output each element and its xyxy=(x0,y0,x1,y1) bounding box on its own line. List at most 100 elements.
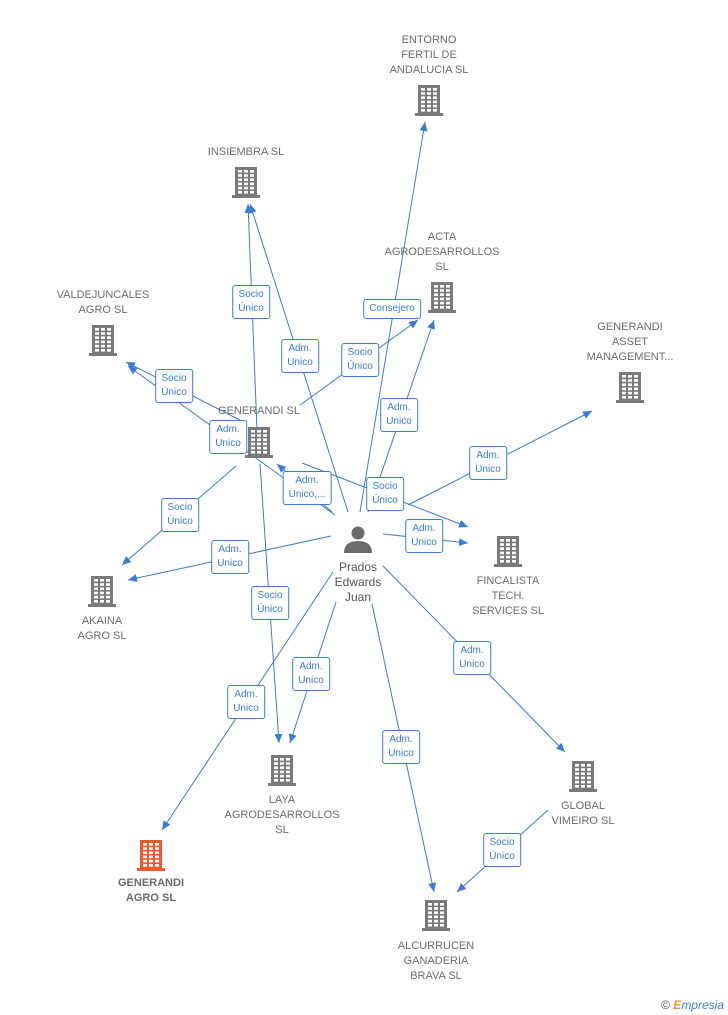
edge-label-line: Único xyxy=(238,303,264,314)
edge-label-line: Adm. xyxy=(288,343,312,354)
edge-label-line: Socio xyxy=(489,837,515,848)
company-label-line: AGRODESARROLLOS xyxy=(224,809,340,821)
edge-label-prados-to-insiembra[interactable]: Adm.Unico xyxy=(281,339,319,373)
building-icon-generandi_agro[interactable] xyxy=(137,840,165,871)
company-label-line: MANAGEMENT... xyxy=(586,351,674,363)
person-icon[interactable] xyxy=(344,526,372,554)
company-label-line: ACTA xyxy=(427,231,457,243)
edge-label-line: Unico xyxy=(411,537,437,548)
company-label-line: FERTIL DE xyxy=(401,49,457,61)
person-label-line: Prados xyxy=(338,560,378,574)
company-label-generandi_agro[interactable]: GENERANDI AGRO SL xyxy=(118,876,184,906)
company-label-laya[interactable]: LAYA AGRODESARROLLOS SL xyxy=(225,793,340,838)
edge-label-prados-to-generandi_asset[interactable]: Adm.Unico xyxy=(469,446,507,480)
edge-label-line: Único xyxy=(161,387,187,398)
edge-label-prados-to-entorno[interactable]: Consejero xyxy=(363,299,421,319)
edge-label-line: Único xyxy=(372,495,398,506)
company-label-line: GENERANDI xyxy=(597,321,663,333)
building-icon-valdejuncales[interactable] xyxy=(89,325,117,356)
edge-label-prados-to-acta[interactable]: Adm. Unico xyxy=(380,398,418,432)
edge-label-line: Adm. xyxy=(387,402,411,413)
building-icon-global[interactable] xyxy=(569,761,597,792)
building-icon-generandi_sl[interactable] xyxy=(245,427,273,458)
edge-label-line: Socio xyxy=(347,347,373,358)
edge-label-prados-to-fincalista[interactable]: Adm. Unico xyxy=(405,519,443,553)
edge-label-line: Adm. xyxy=(299,661,323,672)
company-label-line: LAYA xyxy=(268,794,296,806)
company-label-line: FINCALISTA xyxy=(476,575,540,587)
company-label-line: SL xyxy=(275,824,289,836)
edge-label-line: Unico xyxy=(386,416,412,427)
edge-label-line: Adm. xyxy=(218,544,242,555)
brand-logo-initial: E xyxy=(673,998,682,1012)
company-label-line: AGRO SL xyxy=(77,630,127,642)
edge-label-prados-to-valdejuncales[interactable]: Adm.Unico xyxy=(209,420,247,454)
edge-label-prados-to-alcurrucen[interactable]: Adm. Unico xyxy=(382,730,420,764)
company-label-line: VALDEJUNCALES xyxy=(56,289,150,301)
company-label-insiembra[interactable]: INSIEMBRA SL xyxy=(208,145,284,160)
building-icon-insiembra[interactable] xyxy=(232,167,260,198)
edge-label-line: Adm. xyxy=(460,645,484,656)
building-icon-akaina[interactable] xyxy=(88,576,116,607)
edge-label-line: Unico xyxy=(388,748,414,759)
company-label-global[interactable]: GLOBAL VIMEIRO SL xyxy=(552,799,615,829)
company-label-line: GLOBAL xyxy=(560,800,606,812)
edge-label-line: Consejero xyxy=(369,303,415,314)
edge-label-line: Adm. xyxy=(295,475,319,486)
edge-label-line: Adm. xyxy=(476,450,500,461)
company-label-fincalista[interactable]: FINCALISTA TECH. SERVICES SL xyxy=(472,574,544,619)
company-label-line: ASSET xyxy=(611,336,649,348)
copyright-icon: © xyxy=(661,998,670,1012)
edge-label-line: Adm. xyxy=(412,523,436,534)
person-label-line: Edwards xyxy=(334,575,382,589)
empresia-footer: © Empresia xyxy=(661,998,724,1012)
company-label-line: ALCURRUCEN xyxy=(397,940,475,952)
edge-label-line: Único xyxy=(347,361,373,372)
company-label-valdejuncales[interactable]: VALDEJUNCALES AGRO SL xyxy=(57,288,150,318)
company-label-line: TECH. xyxy=(491,590,525,602)
company-label-line: AGRO SL xyxy=(125,892,177,904)
edge-label-line: Socio xyxy=(372,481,398,492)
edge-label-prados-to-global[interactable]: Adm. Unico xyxy=(453,641,491,675)
brand-logo-rest: mpresia xyxy=(681,998,724,1012)
edge-label-prados-to-generandi_sl[interactable]: Adm. Unico,... xyxy=(282,471,332,505)
edge-label-line: Adm. xyxy=(234,689,258,700)
building-icon-laya[interactable] xyxy=(268,755,296,786)
edge-label-line: Socio xyxy=(167,502,193,513)
edge-label-prados-to-laya[interactable]: Adm.Unico xyxy=(292,657,330,691)
edge-label-prados-to-generandi_agro[interactable]: Adm. Unico xyxy=(227,685,265,719)
edge-label-line: Único xyxy=(167,516,193,527)
edge-label-line: Adm. xyxy=(389,734,413,745)
company-label-generandi_sl[interactable]: GENERANDI SL xyxy=(218,404,300,419)
building-icon-acta[interactable] xyxy=(428,282,456,313)
edge-label-line: Unico xyxy=(459,659,485,670)
edge-label-line: Unico xyxy=(217,558,243,569)
edge-label-line: Socio xyxy=(161,373,187,384)
building-icon-entorno[interactable] xyxy=(415,85,443,116)
building-icon-alcurrucen[interactable] xyxy=(422,900,450,931)
edge-label-line: Unico,... xyxy=(288,489,326,500)
company-label-generandi_asset[interactable]: GENERANDI ASSET MANAGEMENT... xyxy=(587,320,674,365)
company-label-line: BRAVA SL xyxy=(410,970,462,982)
edge-label-line: Unico xyxy=(233,703,259,714)
company-label-line: AGRO SL xyxy=(78,304,128,316)
company-label-line: VIMEIRO SL xyxy=(551,815,615,827)
building-icon-generandi_asset[interactable] xyxy=(616,372,644,403)
person-label-line: Juan xyxy=(344,590,372,604)
building-icon-fincalista[interactable] xyxy=(494,536,522,567)
edge-label-prados-to-akaina[interactable]: Adm. Unico xyxy=(211,540,249,574)
company-label-line: GENERANDI xyxy=(117,877,185,889)
company-label-line: SERVICES SL xyxy=(472,605,544,617)
